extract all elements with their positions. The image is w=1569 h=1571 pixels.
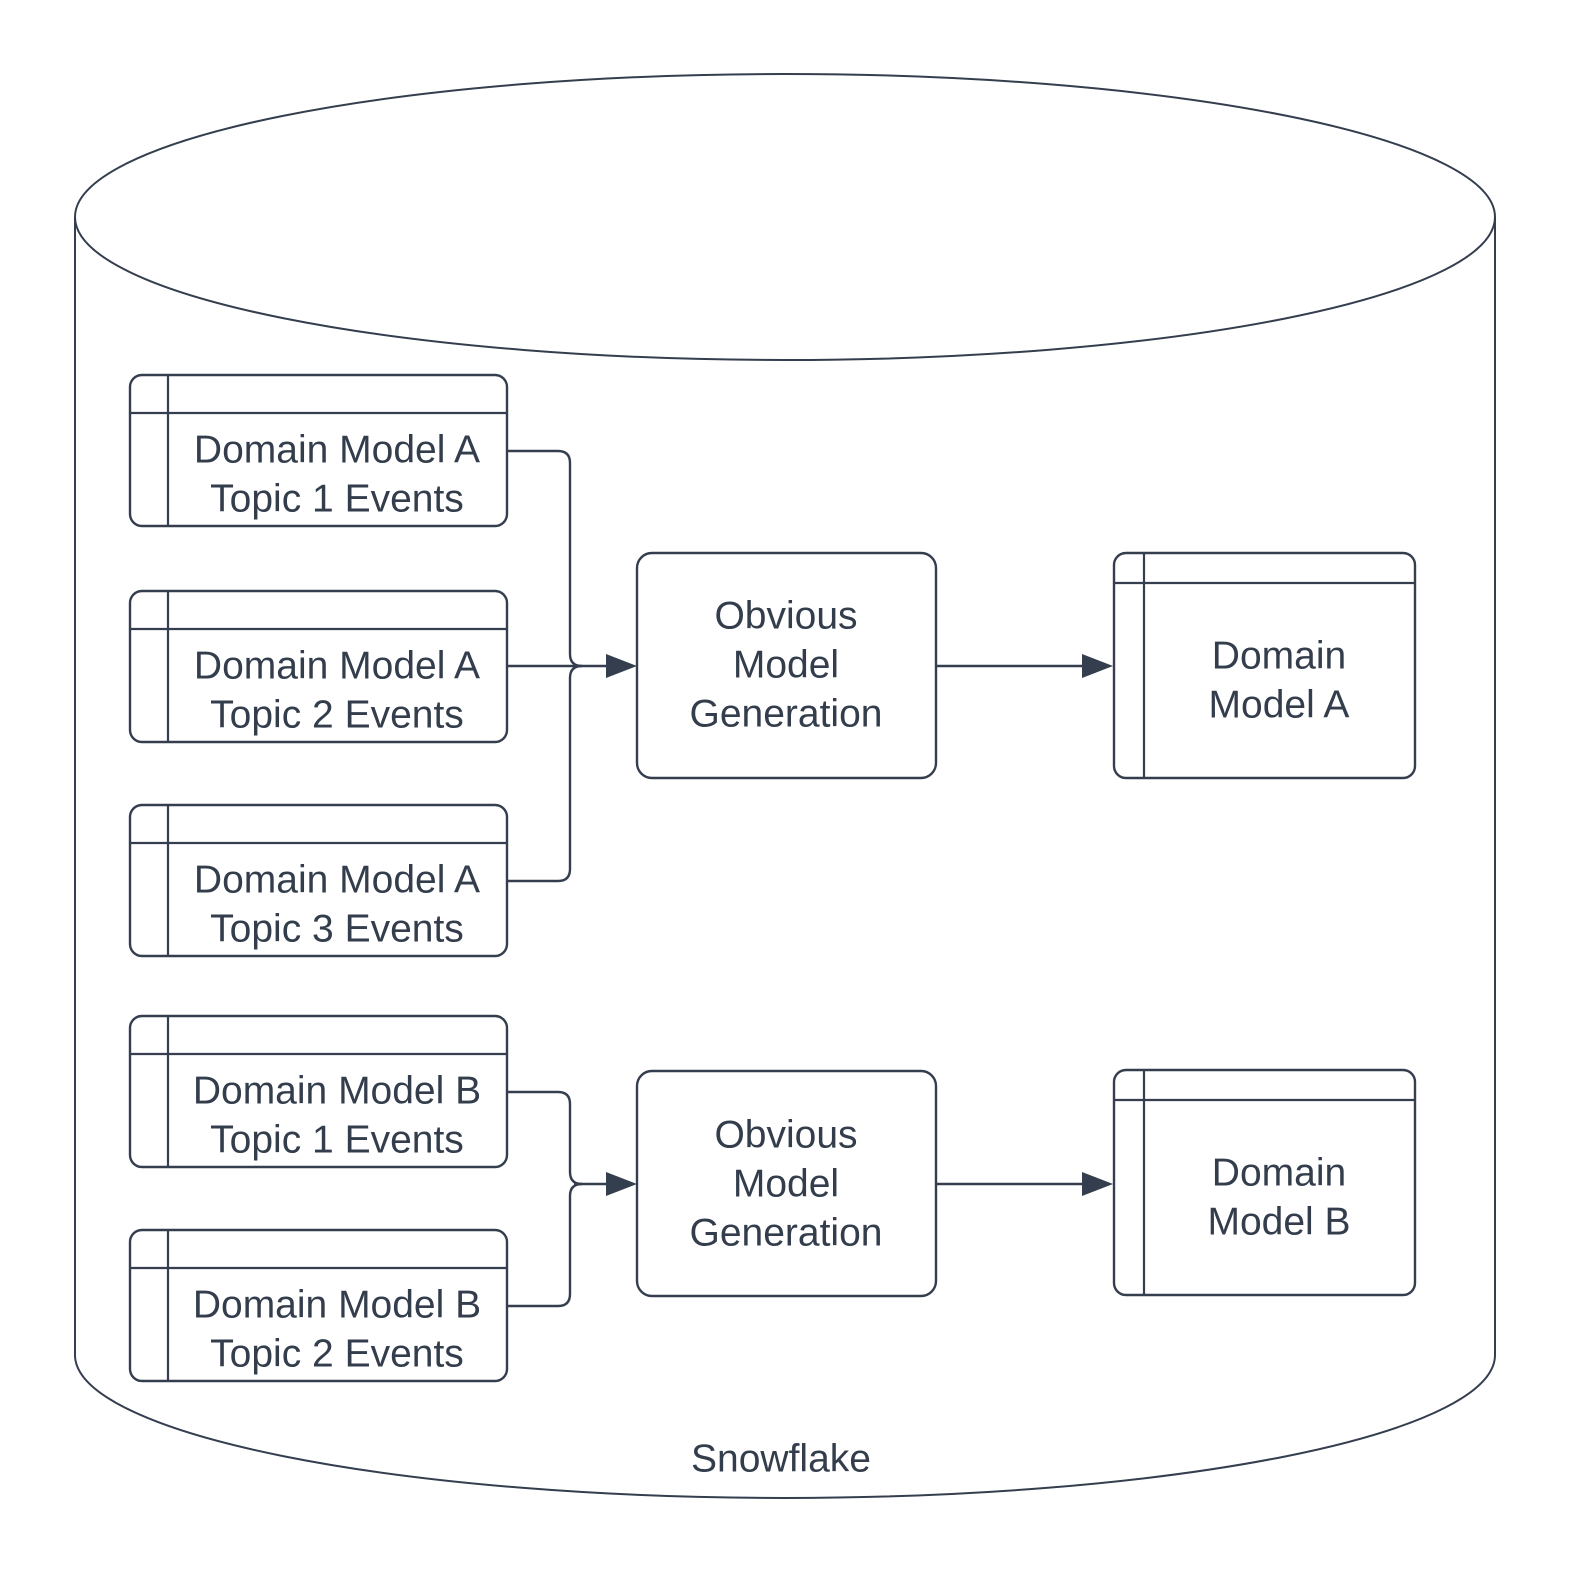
table-domain-model-b-topic-2-events: Domain Model B Topic 2 Events — [128, 1228, 509, 1383]
table-domain-model-a-topic-1-events: Domain Model A Topic 1 Events — [128, 373, 509, 528]
process-box-obvious-model-generation-b: Obvious Model Generation — [635, 1069, 938, 1298]
connector-b-topic1-to-merge — [507, 1090, 583, 1186]
connector-a-topic3-to-merge — [507, 664, 583, 883]
table-label-line1: Domain — [1212, 635, 1346, 678]
process-label-line1: Obvious — [714, 1114, 857, 1157]
table-label-line1: Domain Model A — [194, 429, 480, 472]
table-label-line1: Domain — [1212, 1152, 1346, 1195]
table-label-line2: Topic 2 Events — [210, 1333, 464, 1376]
table-label-line1: Domain Model A — [194, 859, 480, 902]
process-label-line1: Obvious — [714, 595, 857, 638]
process-label-line2: Model — [733, 1163, 839, 1206]
table-domain-model-a-topic-2-events: Domain Model A Topic 2 Events — [128, 589, 509, 744]
process-label-line3: Generation — [690, 1212, 883, 1255]
table-label-line2: Model A — [1209, 684, 1350, 727]
process-label-line2: Model — [733, 644, 839, 687]
table-label-line2: Topic 1 Events — [210, 1119, 464, 1162]
table-label-line2: Topic 2 Events — [210, 694, 464, 737]
process-box-obvious-model-generation-a: Obvious Model Generation — [635, 551, 938, 780]
table-label-line2: Topic 1 Events — [210, 478, 464, 521]
table-label-line1: Domain Model B — [193, 1284, 481, 1327]
connectors-section-b — [507, 1090, 1113, 1308]
cylinder-top-ellipse — [74, 73, 1496, 361]
process-outline — [635, 1069, 938, 1298]
table-label-line2: Topic 3 Events — [210, 908, 464, 951]
table-domain-model-a-topic-3-events: Domain Model A Topic 3 Events — [128, 803, 509, 958]
arrowhead-into-model-a — [1082, 654, 1113, 678]
arrowhead-into-generation-a — [606, 654, 637, 678]
connectors-section-a — [507, 449, 1113, 883]
process-label-line3: Generation — [690, 693, 883, 736]
process-outline — [635, 551, 938, 780]
table-outline — [1112, 551, 1417, 780]
table-domain-model-b-topic-1-events: Domain Model B Topic 1 Events — [128, 1014, 509, 1169]
arrowhead-into-generation-b — [606, 1172, 637, 1196]
connector-a-topic1-to-merge — [507, 449, 583, 668]
table-domain-model-a: Domain Model A — [1112, 551, 1417, 780]
table-outline — [1112, 1068, 1417, 1297]
connector-b-topic2-to-merge — [507, 1182, 583, 1308]
table-label-line1: Domain Model B — [193, 1070, 481, 1113]
table-label-line1: Domain Model A — [194, 645, 480, 688]
snowflake-label: Snowflake — [691, 1438, 871, 1481]
table-label-line2: Model B — [1207, 1201, 1350, 1244]
arrowhead-into-model-b — [1082, 1172, 1113, 1196]
table-domain-model-b: Domain Model B — [1112, 1068, 1417, 1297]
